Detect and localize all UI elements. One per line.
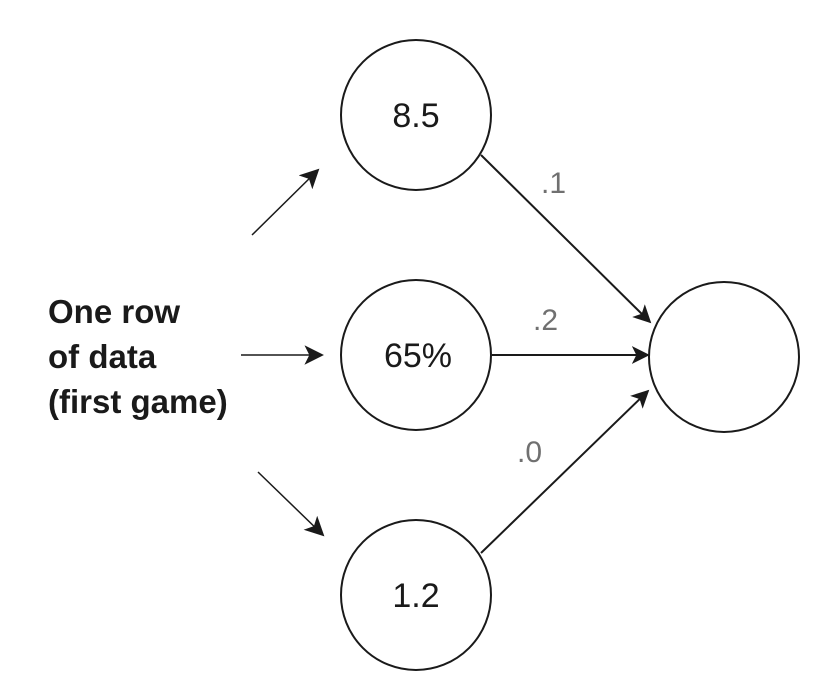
input-label: One row of data (first game) bbox=[48, 293, 228, 420]
input-label-line-3: (first game) bbox=[48, 383, 228, 420]
weight-label-bottom: .0 bbox=[517, 436, 542, 469]
connection-bottom bbox=[480, 389, 650, 554]
weight-label-top: .1 bbox=[541, 167, 566, 200]
weight-label-middle: .2 bbox=[533, 304, 558, 337]
input-label-line-2: of data bbox=[48, 338, 157, 375]
input-node-middle-value: 65% bbox=[384, 337, 452, 375]
feed-arrow-top bbox=[251, 168, 320, 236]
input-node-middle: 65% bbox=[340, 279, 492, 431]
input-node-top: 8.5 bbox=[340, 39, 492, 191]
input-node-middle-circle bbox=[340, 279, 492, 431]
input-node-top-circle bbox=[340, 39, 492, 191]
input-node-bottom-value: 1.2 bbox=[392, 577, 439, 615]
input-node-bottom: 1.2 bbox=[340, 519, 492, 671]
input-node-bottom-circle bbox=[340, 519, 492, 671]
input-node-top-value: 8.5 bbox=[392, 97, 439, 135]
connection-top bbox=[480, 154, 652, 324]
feed-arrow-bottom bbox=[257, 471, 325, 537]
output-node-circle bbox=[648, 281, 800, 433]
input-label-line-1: One row bbox=[48, 293, 180, 330]
output-node bbox=[648, 281, 800, 433]
